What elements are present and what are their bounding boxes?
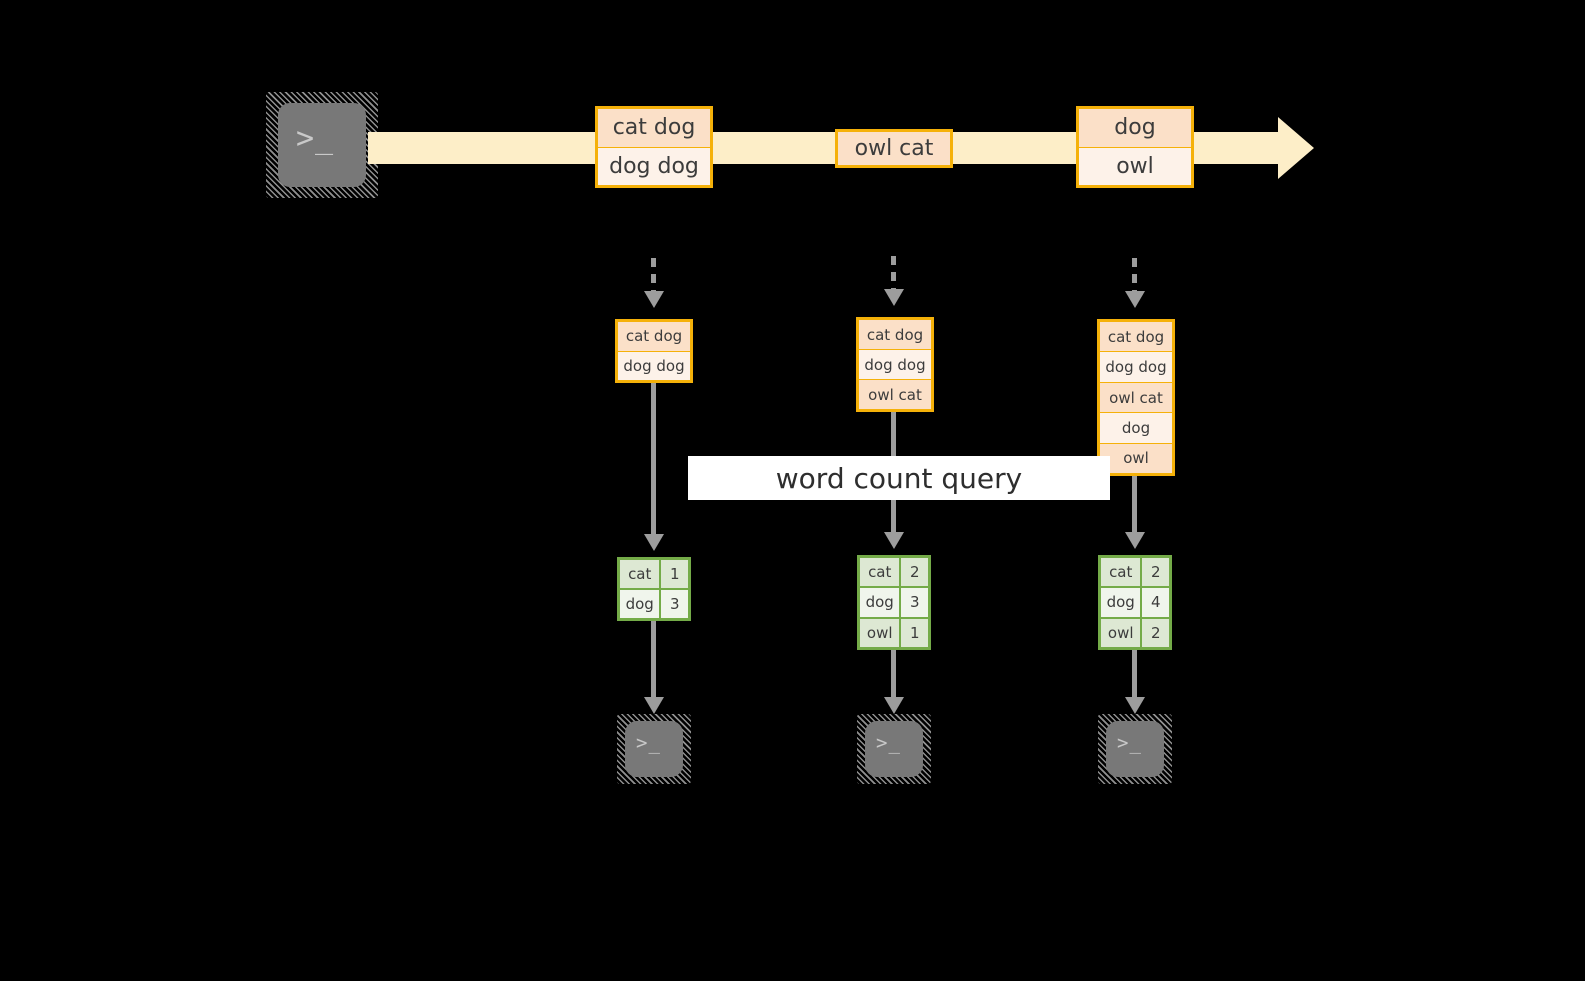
- word-count-query-label: word count query: [775, 461, 1023, 495]
- result-count-cell: 4: [1142, 588, 1169, 617]
- trigger-1-result-table[interactable]: cat 1 dog 3: [617, 557, 691, 621]
- terminal-prompt-glyph: >_: [296, 121, 335, 156]
- result-count-cell: 1: [661, 560, 688, 588]
- result-word-cell: owl: [1101, 618, 1143, 647]
- trigger-1-unbounded-table[interactable]: cat dog dog dog: [615, 319, 693, 383]
- trigger-3-sink-connector-arrowhead: [1125, 697, 1145, 714]
- table-row: dog 4: [1101, 588, 1169, 619]
- table-row: dog 3: [620, 590, 688, 618]
- result-word-cell: cat: [620, 560, 662, 588]
- trigger-1-unbounded-row: cat dog: [618, 322, 690, 352]
- result-word-cell: owl: [860, 618, 902, 647]
- table-row: owl 2: [1101, 618, 1169, 647]
- table-row: cat 1: [620, 560, 688, 590]
- trigger-2-query-connector-arrowhead: [884, 532, 904, 549]
- trigger-1-stream-connector: [651, 258, 656, 292]
- result-count-cell: 3: [661, 590, 688, 618]
- result-word-cell: cat: [860, 558, 902, 587]
- trigger-1-unbounded-row: dog dog: [618, 351, 690, 380]
- stream-arrowhead: [1278, 117, 1314, 179]
- trigger-1-sink-connector: [651, 621, 656, 698]
- stream-batch-3[interactable]: dog owl: [1076, 106, 1194, 188]
- word-count-query-banner: word count query: [688, 456, 1110, 500]
- trigger-1-sink-connector-arrowhead: [644, 697, 664, 714]
- trigger-2-sink-connector: [891, 650, 896, 698]
- source-terminal-icon[interactable]: >_: [266, 92, 378, 198]
- trigger-3-unbounded-row: owl cat: [1100, 382, 1172, 414]
- stream-batch-1-line-1: dog dog: [598, 147, 710, 185]
- trigger-2-result-table[interactable]: cat 2 dog 3 owl 1: [857, 555, 931, 650]
- trigger-2-unbounded-table[interactable]: cat dog dog dog owl cat: [856, 317, 934, 412]
- trigger-2-sink-terminal-icon[interactable]: >_: [857, 714, 931, 784]
- terminal-screen: [625, 721, 683, 777]
- table-row: owl 1: [860, 618, 928, 647]
- terminal-prompt-glyph: >_: [636, 732, 661, 754]
- trigger-2-stream-connector-arrowhead: [884, 289, 904, 306]
- terminal-prompt-glyph: >_: [1117, 732, 1142, 754]
- trigger-2-unbounded-row: dog dog: [859, 350, 931, 380]
- result-count-cell: 2: [901, 558, 928, 587]
- trigger-3-stream-connector: [1132, 258, 1137, 292]
- trigger-1-query-connector-arrowhead: [644, 534, 664, 551]
- stream-batch-2[interactable]: owl cat: [835, 129, 953, 168]
- trigger-3-unbounded-row: cat dog: [1100, 322, 1172, 353]
- trigger-3-unbounded-row: dog dog: [1100, 352, 1172, 383]
- table-row: cat 2: [860, 558, 928, 589]
- stream-batch-3-line-0: dog: [1079, 109, 1191, 148]
- trigger-1-sink-terminal-icon[interactable]: >_: [617, 714, 691, 784]
- stream-batch-1[interactable]: cat dog dog dog: [595, 106, 713, 188]
- result-count-cell: 3: [901, 588, 928, 617]
- trigger-3-sink-terminal-icon[interactable]: >_: [1098, 714, 1172, 784]
- result-word-cell: cat: [1101, 558, 1143, 587]
- stream-batch-3-line-1: owl: [1079, 147, 1191, 185]
- trigger-3-unbounded-table[interactable]: cat dog dog dog owl cat dog owl: [1097, 319, 1175, 476]
- trigger-3-unbounded-row: dog: [1100, 413, 1172, 444]
- terminal-screen: [278, 103, 366, 187]
- result-count-cell: 2: [1142, 558, 1169, 587]
- result-count-cell: 2: [1142, 618, 1169, 647]
- terminal-screen: [865, 721, 923, 777]
- stream-batch-1-line-0: cat dog: [598, 109, 710, 148]
- trigger-3-query-connector-arrowhead: [1125, 532, 1145, 549]
- table-row: cat 2: [1101, 558, 1169, 589]
- result-word-cell: dog: [860, 588, 902, 617]
- trigger-3-result-table[interactable]: cat 2 dog 4 owl 2: [1098, 555, 1172, 650]
- result-count-cell: 1: [901, 618, 928, 647]
- trigger-3-unbounded-row: owl: [1100, 443, 1172, 474]
- trigger-2-sink-connector-arrowhead: [884, 697, 904, 714]
- table-row: dog 3: [860, 588, 928, 619]
- trigger-3-sink-connector: [1132, 650, 1137, 698]
- stream-batch-2-line-0: owl cat: [838, 132, 950, 165]
- trigger-3-query-connector: [1132, 476, 1137, 533]
- trigger-1-query-connector: [651, 383, 656, 535]
- trigger-2-unbounded-row: cat dog: [859, 320, 931, 350]
- trigger-2-stream-connector: [891, 256, 896, 290]
- result-word-cell: dog: [1101, 588, 1143, 617]
- trigger-1-stream-connector-arrowhead: [644, 291, 664, 308]
- trigger-3-stream-connector-arrowhead: [1125, 291, 1145, 308]
- trigger-2-unbounded-row: owl cat: [859, 380, 931, 409]
- result-word-cell: dog: [620, 590, 662, 618]
- terminal-prompt-glyph: >_: [876, 732, 901, 754]
- terminal-screen: [1106, 721, 1164, 777]
